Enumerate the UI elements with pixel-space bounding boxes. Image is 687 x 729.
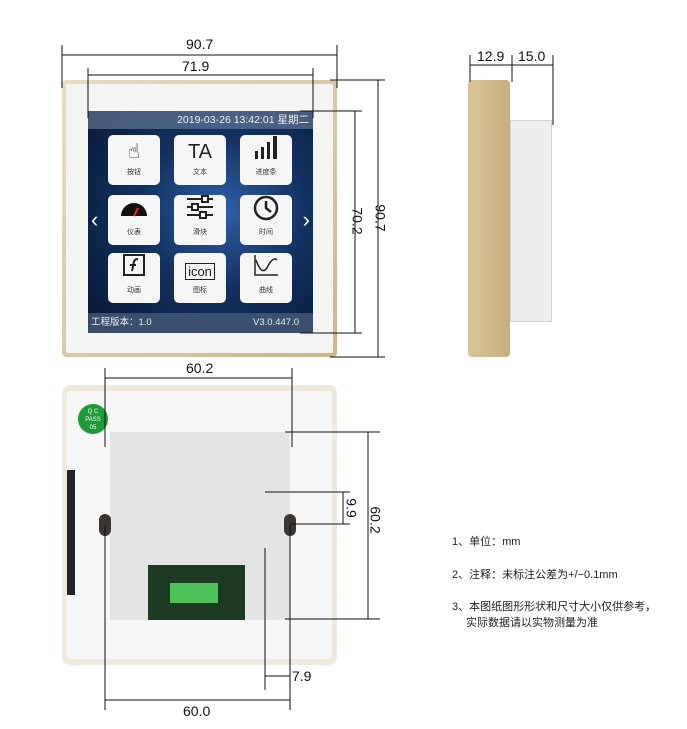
tile-icon: icon 图标: [174, 253, 226, 303]
icon-glyph: icon: [185, 263, 215, 280]
qc-number: 05: [89, 425, 97, 431]
dim-side-front: 12.9: [477, 48, 505, 64]
flash-animation-icon: [108, 253, 160, 285]
tile-label: 动画: [127, 287, 141, 294]
note-unit: 1、单位：mm: [452, 536, 521, 548]
qc-pass-sticker: Q C PASS 05: [78, 404, 108, 434]
touch-screen: 2019-03-26 13:42:01 星期二 ‹ › ☝ 按钮 TA 文本 进…: [88, 111, 313, 333]
tile-label: 进度条: [255, 169, 277, 176]
project-version: 工程版本：1.0: [91, 317, 152, 328]
status-bar: 2019-03-26 13:42:01 星期二: [88, 111, 313, 129]
hand-pointer-icon: ☝: [127, 141, 141, 163]
dim-back-top: 60.2: [186, 360, 214, 376]
dim-front-height-outer: 90.7: [372, 204, 389, 232]
tile-time: 时间: [240, 195, 292, 245]
note-reference-cont: 实际数据请以实物测量为准: [466, 617, 598, 629]
dim-back-small: 7.9: [292, 668, 312, 684]
side-view-frame: [468, 80, 510, 357]
chevron-right-icon: ›: [302, 207, 310, 232]
gauge-icon: [108, 195, 160, 227]
qc-label: Q C: [87, 409, 99, 415]
tile-label: 滑块: [193, 229, 207, 236]
chevron-left-icon: ‹: [91, 207, 99, 232]
sliders-icon: [174, 195, 226, 227]
curve-chart-icon: [240, 253, 292, 285]
screen-footer: 工程版本：1.0 V3.0.447.0: [88, 313, 313, 333]
tile-button: ☝ 按钮: [108, 135, 160, 185]
tile-label: 文本: [193, 169, 207, 176]
qc-pass: PASS: [85, 417, 101, 423]
terminal-block: [170, 583, 218, 603]
tile-progress: 进度条: [240, 135, 292, 185]
side-view-body: [510, 120, 552, 322]
tile-label: 仪表: [127, 229, 141, 236]
note-reference: 3、本图纸图形形状和尺寸大小仅供参考，: [452, 601, 657, 613]
tile-text: TA 文本: [174, 135, 226, 185]
side-slot: [67, 470, 75, 595]
firmware-version: V3.0.447.0: [253, 317, 299, 328]
tile-label: 时间: [259, 229, 273, 236]
tile-animation: 动画: [108, 253, 160, 303]
tile-label: 图标: [193, 287, 207, 294]
tile-label: 按钮: [127, 169, 141, 176]
note-tolerance: 2、注释：未标注公差为+/−0.1mm: [452, 569, 618, 581]
dim-back-bottom: 60.0: [183, 703, 211, 719]
dim-front-width-outer: 90.7: [186, 36, 214, 52]
clock-icon: [240, 195, 292, 227]
dim-front-width-screen: 71.9: [182, 58, 210, 74]
tile-label: 曲线: [259, 287, 273, 294]
text-icon: TA: [187, 141, 213, 163]
dim-back-offset: 9.9: [343, 498, 360, 518]
dim-back-right: 60.2: [367, 506, 384, 534]
tile-slider: 滑块: [174, 195, 226, 245]
circuit-board: [148, 565, 245, 620]
progress-bars-icon: [240, 135, 292, 167]
icon-text-icon: icon: [174, 253, 226, 285]
dim-front-height-screen: 70.2: [349, 207, 366, 235]
dim-side-back: 15.0: [518, 48, 546, 64]
tile-gauge: 仪表: [108, 195, 160, 245]
tile-curve: 曲线: [240, 253, 292, 303]
